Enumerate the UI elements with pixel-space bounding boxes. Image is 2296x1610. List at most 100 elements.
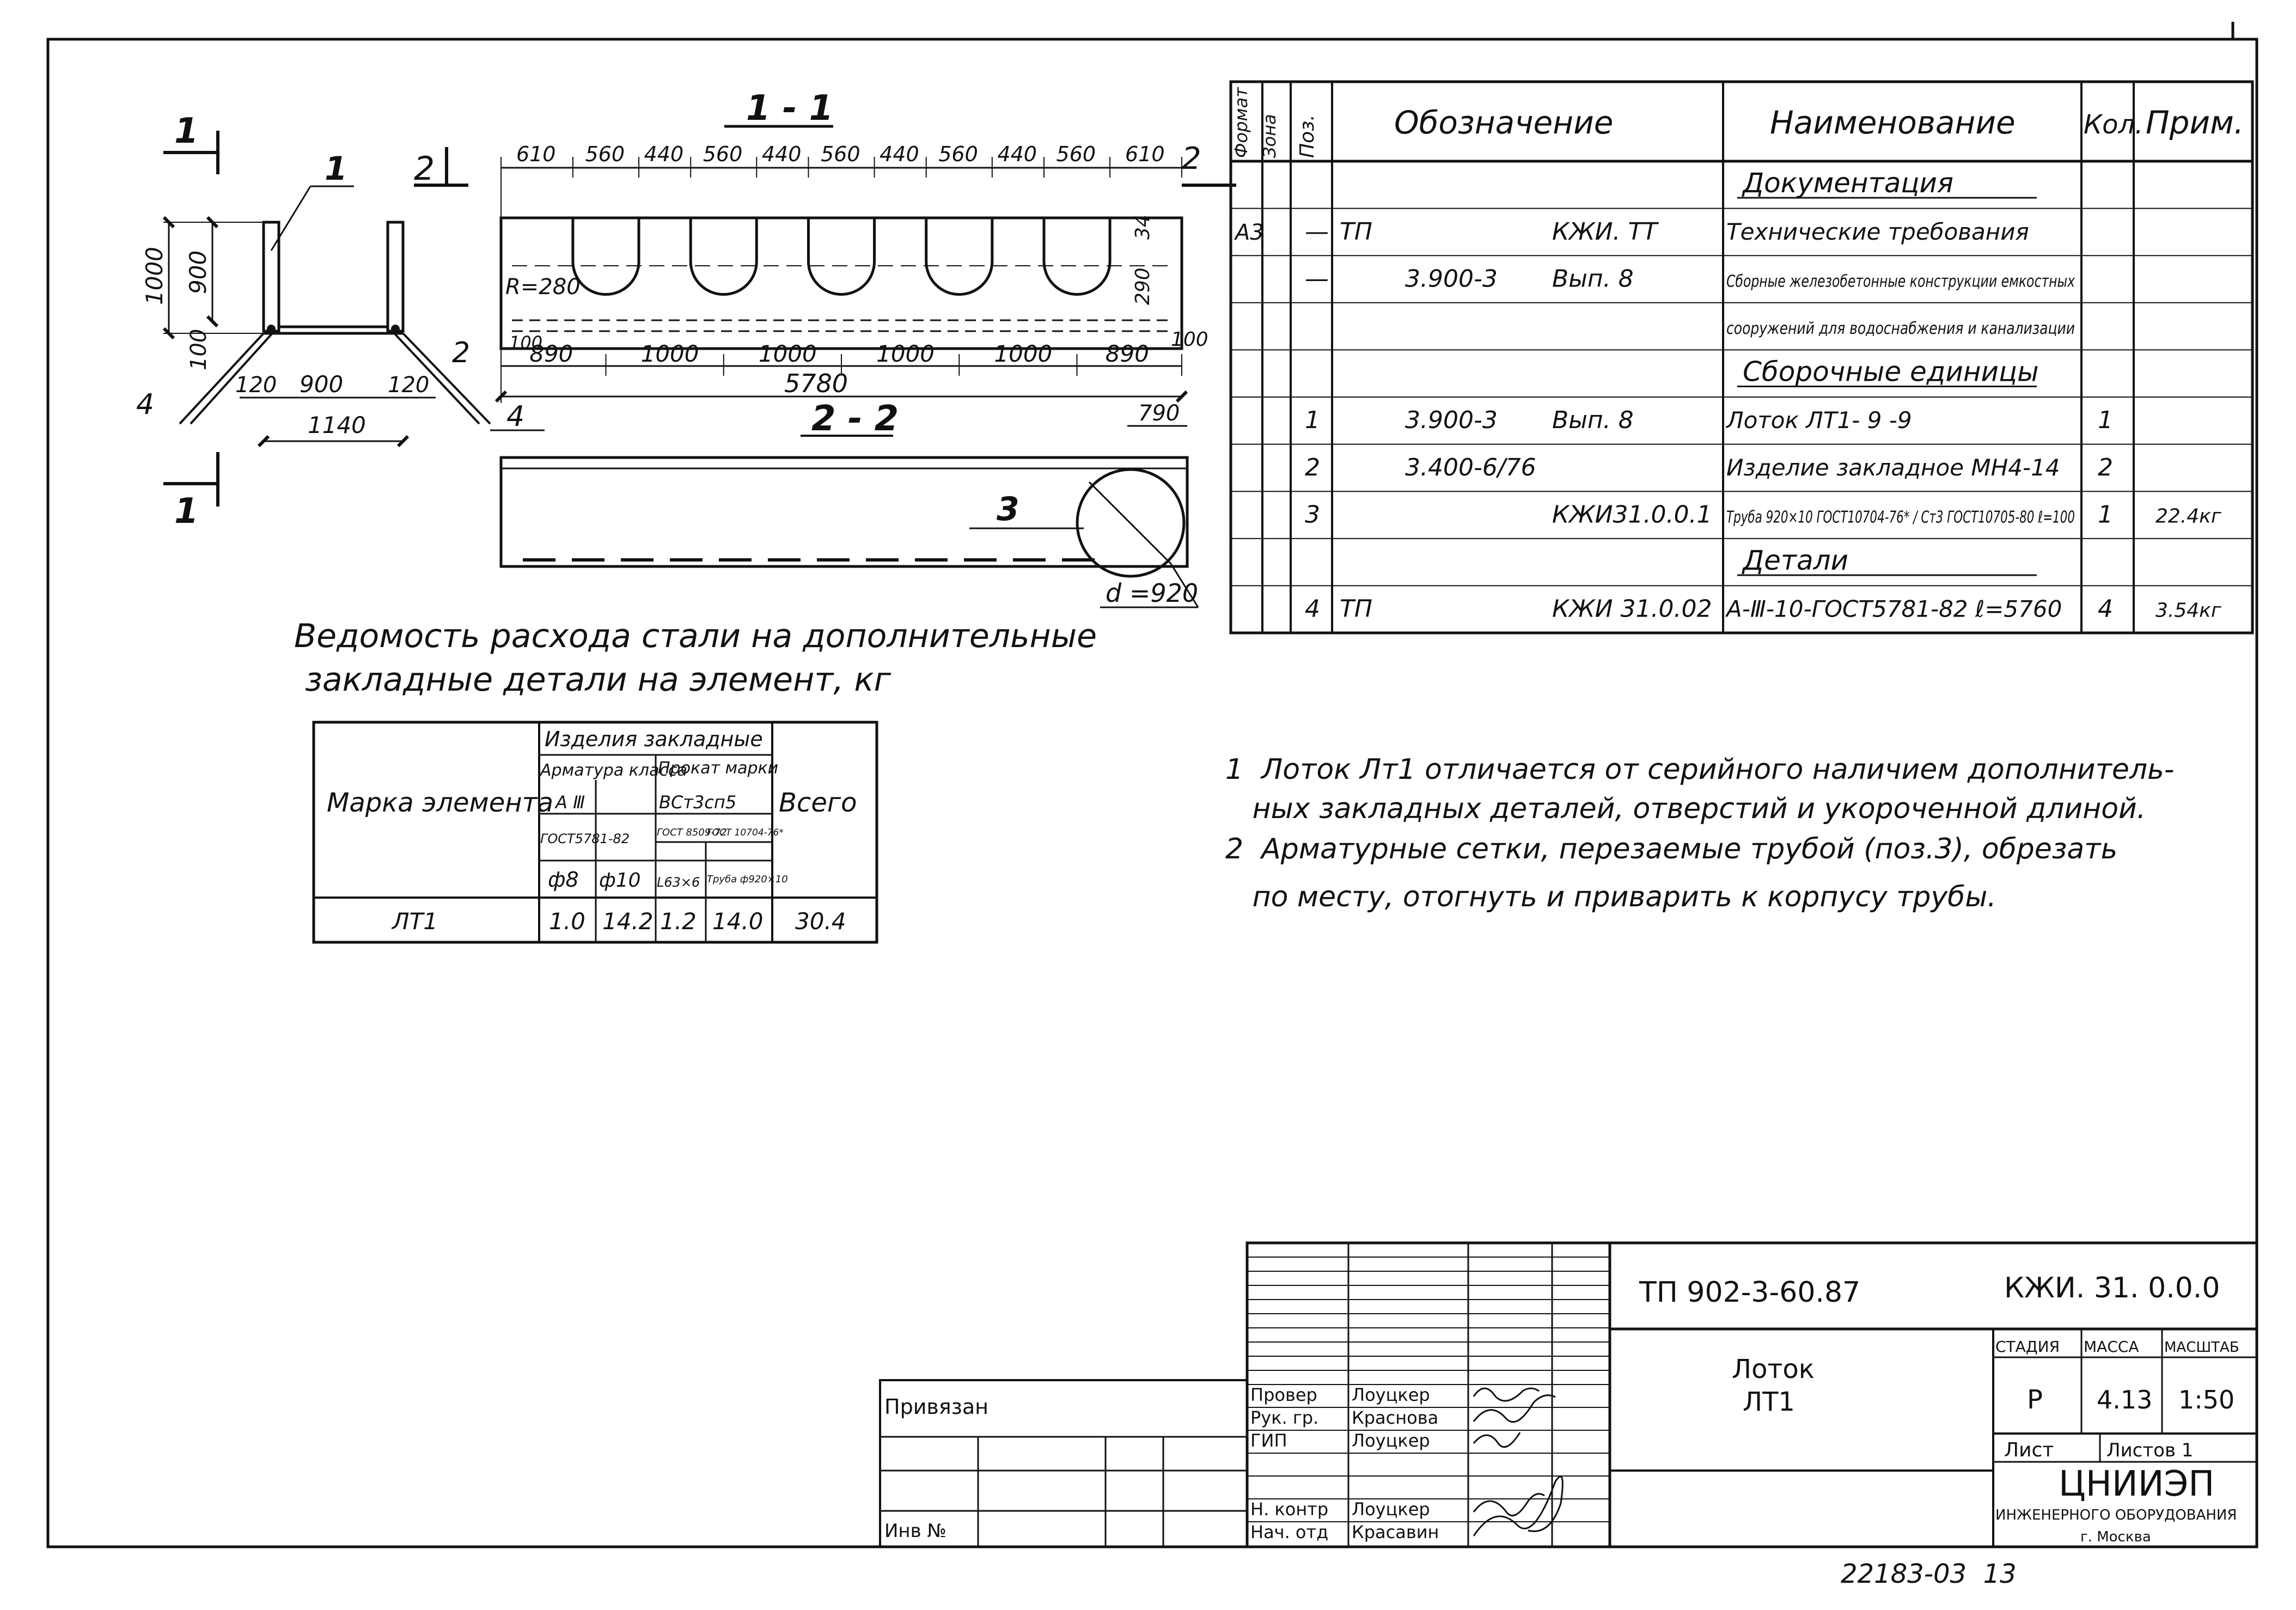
tb-role-5: Нач. отд (1250, 1522, 1328, 1542)
top-dim-6: 440 (880, 142, 919, 166)
tb-role-2: ГИП (1250, 1430, 1287, 1451)
steel-row-v3: 1.2 (660, 908, 697, 935)
cut2-label-right: 2 (1182, 141, 1201, 176)
dim-790: 790 (1138, 401, 1180, 426)
tb-sheets-h: Листов 1 (2106, 1440, 2193, 1461)
note-line-2: ных закладных деталей, отверстий и укоро… (1225, 792, 2146, 825)
signature-4 (1473, 1493, 1545, 1517)
spec-h-code: Обозначение (1394, 104, 1613, 141)
spec-cell-name: Технические требования (1726, 218, 2029, 245)
steel-row-v2: 14.2 (602, 908, 654, 935)
spec-cell-note: 3.54кг (2155, 600, 2222, 622)
steel-row-total: 30.4 (795, 908, 846, 935)
pipe-diameter-line (1088, 481, 1172, 565)
spec-cell-code2: Вып. 8 (1552, 406, 1634, 434)
bottom-dim-3: 1000 (876, 340, 935, 367)
top-dim-10: 610 (1125, 142, 1165, 166)
spec-outline (1229, 80, 2254, 635)
spec-cell-code1: ТП (1340, 595, 1372, 623)
top-dim-1: 560 (585, 142, 625, 166)
sec22-body (499, 456, 1189, 568)
cut-label-bottom: 1 (174, 491, 199, 532)
spec-cell-qty: 2 (2098, 454, 2113, 481)
spec-h-note: Прим. (2146, 104, 2244, 141)
steel-title-2: закладные детали на элемент, кг (305, 661, 891, 699)
cut-label-top: 1 (174, 111, 199, 151)
dim-900: 900 (185, 251, 211, 294)
steel-sub1-gost: ГОСТ5781-82 (540, 831, 630, 846)
tb-signature-grid (1247, 1257, 1610, 1522)
pipe-leader (1170, 563, 1199, 608)
spec-cell-code2: Вып. 8 (1552, 265, 1634, 292)
steel-mark-header: Марка элемента (327, 788, 553, 818)
tb-privyazan: Привязан (884, 1395, 988, 1419)
front-hole (689, 218, 758, 296)
note-line-1: 1 Лоток Лт1 отличается от серийного нали… (1225, 753, 2175, 786)
steel-sub1-class: А Ⅲ (554, 792, 585, 813)
bottom-dim-0: 890 (529, 340, 573, 367)
front-dim-100r: 100 (1171, 328, 1208, 351)
tb-inv: Инв № (884, 1520, 947, 1542)
tb-role-4: Н. контр (1250, 1499, 1328, 1520)
tb-role-1: Рук. гр. (1250, 1407, 1318, 1428)
notes: 1 Лоток Лт1 отличается от серийного нали… (1225, 753, 2175, 913)
spec-table: Формат Зона Поз. Обозначение Наименовани… (1229, 80, 2254, 635)
steel-title-1: Ведомость расхода стали на дополнительны… (294, 617, 1097, 655)
tb-main (1245, 1241, 2258, 1548)
steel-total-header: Всего (779, 788, 857, 818)
spec-cell-code1: ТП (1340, 218, 1372, 246)
side-leader-pos1 (270, 186, 312, 251)
spec-cell-pos: — (1305, 218, 1329, 246)
steel-row-mark: ЛТ1 (391, 908, 438, 935)
signature-2 (1473, 1394, 1556, 1423)
spec-grid (1231, 82, 2252, 633)
spec-cell-pos: 2 (1305, 454, 1320, 481)
signature-3 (1473, 1432, 1521, 1448)
steel-row-v4: 14.0 (712, 908, 764, 935)
steel-sub2: Прокат марки (658, 759, 778, 778)
steel-col-angle: L63×6 (657, 875, 700, 890)
tb-role-0: Провер (1250, 1385, 1317, 1405)
section-2-2: 2 - 2 d =920 790 3 (499, 399, 1199, 608)
spec-cell-code1: 3.400-6/76 (1405, 454, 1536, 481)
spec-cell-pos: 4 (1305, 595, 1320, 623)
top-dim-8: 440 (997, 142, 1037, 166)
spec-cell-name: Детали (1742, 545, 1848, 576)
spec-cell-code2: КЖИ. ТТ (1552, 218, 1659, 246)
section-2-2-label: 2 - 2 (811, 399, 899, 439)
dim-100: 100 (186, 329, 211, 370)
front-hole (807, 218, 876, 296)
spec-cell-code1: 3.900-3 (1405, 406, 1498, 434)
spec-cell-name: Изделие закладное МН4-14 (1726, 454, 2060, 481)
top-dim-7: 560 (938, 142, 978, 166)
side-node-right (391, 325, 400, 333)
side-right-wall (386, 221, 405, 333)
tb-name-2: Лоуцкер (1352, 1430, 1430, 1451)
signature-1 (1473, 1387, 1540, 1402)
tb-mass: 4.13 (2097, 1385, 2152, 1414)
sec22-pos3: 3 (997, 490, 1019, 528)
front-hole (571, 218, 640, 296)
spec-cell-pos: 1 (1305, 406, 1320, 434)
steel-sub2-gost-a: ГОСТ 8509-72 (657, 827, 727, 838)
spec-cell-qty: 4 (2098, 595, 2113, 623)
tb-name-1: Краснова (1352, 1407, 1438, 1428)
tb-stage-h: СТАДИЯ (1995, 1338, 2060, 1356)
side-view: 1 1 1 4 1000 900 100 120 900 120 1140 (136, 111, 491, 532)
front-dim-34: 34 (1132, 215, 1154, 240)
pipe-circle (1076, 468, 1186, 578)
overall-dim: 5780 (784, 369, 848, 398)
spec-cell-name: Лоток ЛТ1- 9 -9 (1725, 407, 1912, 434)
spec-cell-name: Сборные железобетонные конструкции емкос… (1726, 272, 2075, 291)
front-pos2: 2 (452, 337, 470, 369)
steel-col-f10: ф10 (599, 869, 641, 892)
top-dim-2: 440 (644, 142, 684, 166)
spec-h-pos: Поз. (1296, 114, 1318, 158)
spec-cell-pos: 3 (1305, 501, 1320, 528)
steel-group-header: Изделия закладные (545, 727, 763, 751)
side-pos4: 4 (136, 388, 154, 421)
tb-org1: ЦНИИЭП (2059, 1464, 2214, 1504)
